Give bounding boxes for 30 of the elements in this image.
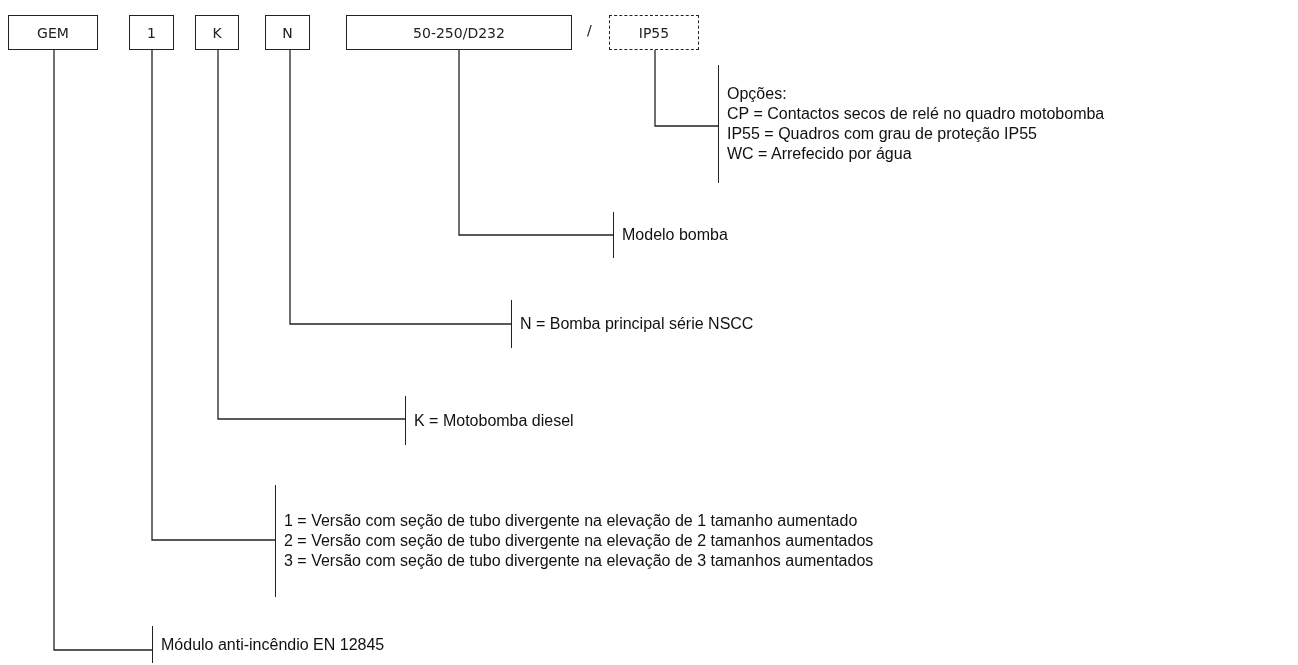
description-text: 1 = Versão com seção de tubo divergente na elevação de 1 tamanho aumentado bbox=[284, 511, 859, 531]
description-text: IP55 = Quadros com grau de proteção IP55 bbox=[727, 124, 1038, 144]
code-box: N bbox=[265, 15, 310, 50]
connector-line bbox=[53, 49, 153, 651]
code-box: K bbox=[195, 15, 239, 50]
description-text: Módulo anti-incêndio EN 12845 bbox=[161, 634, 385, 655]
description-text: N = Bomba principal série NSCC bbox=[520, 314, 754, 334]
optional-code-box: IP55 bbox=[609, 15, 699, 50]
description-bracket bbox=[405, 396, 574, 445]
code-box: 50-250/D232 bbox=[346, 15, 572, 50]
code-box: 1 bbox=[129, 15, 174, 50]
description-text: WC = Arrefecido por água bbox=[727, 144, 913, 164]
description-text: Modelo bomba bbox=[622, 225, 728, 245]
connector-line bbox=[654, 49, 719, 127]
connector-line bbox=[289, 49, 512, 325]
connector-line bbox=[217, 49, 406, 420]
description-bracket bbox=[275, 485, 874, 597]
description-bracket bbox=[613, 212, 728, 258]
description-text: Opções: bbox=[727, 84, 788, 104]
separator-text: / bbox=[587, 22, 592, 38]
description-bracket bbox=[152, 626, 385, 663]
description-text: CP = Contactos secos de relé no quadro motobomba bbox=[727, 104, 1105, 124]
description-bracket bbox=[718, 65, 1105, 183]
connector-line bbox=[151, 49, 276, 541]
description-text: 2 = Versão com seção de tubo divergente na elevação de 2 tamanhos aumentados bbox=[284, 531, 874, 551]
description-text: K = Motobomba diesel bbox=[414, 410, 574, 431]
description-bracket bbox=[511, 300, 754, 348]
description-text: 3 = Versão com seção de tubo divergente na elevação de 3 tamanhos aumentados bbox=[284, 551, 874, 571]
code-box: GEM bbox=[8, 15, 98, 50]
connector-line bbox=[458, 49, 614, 236]
